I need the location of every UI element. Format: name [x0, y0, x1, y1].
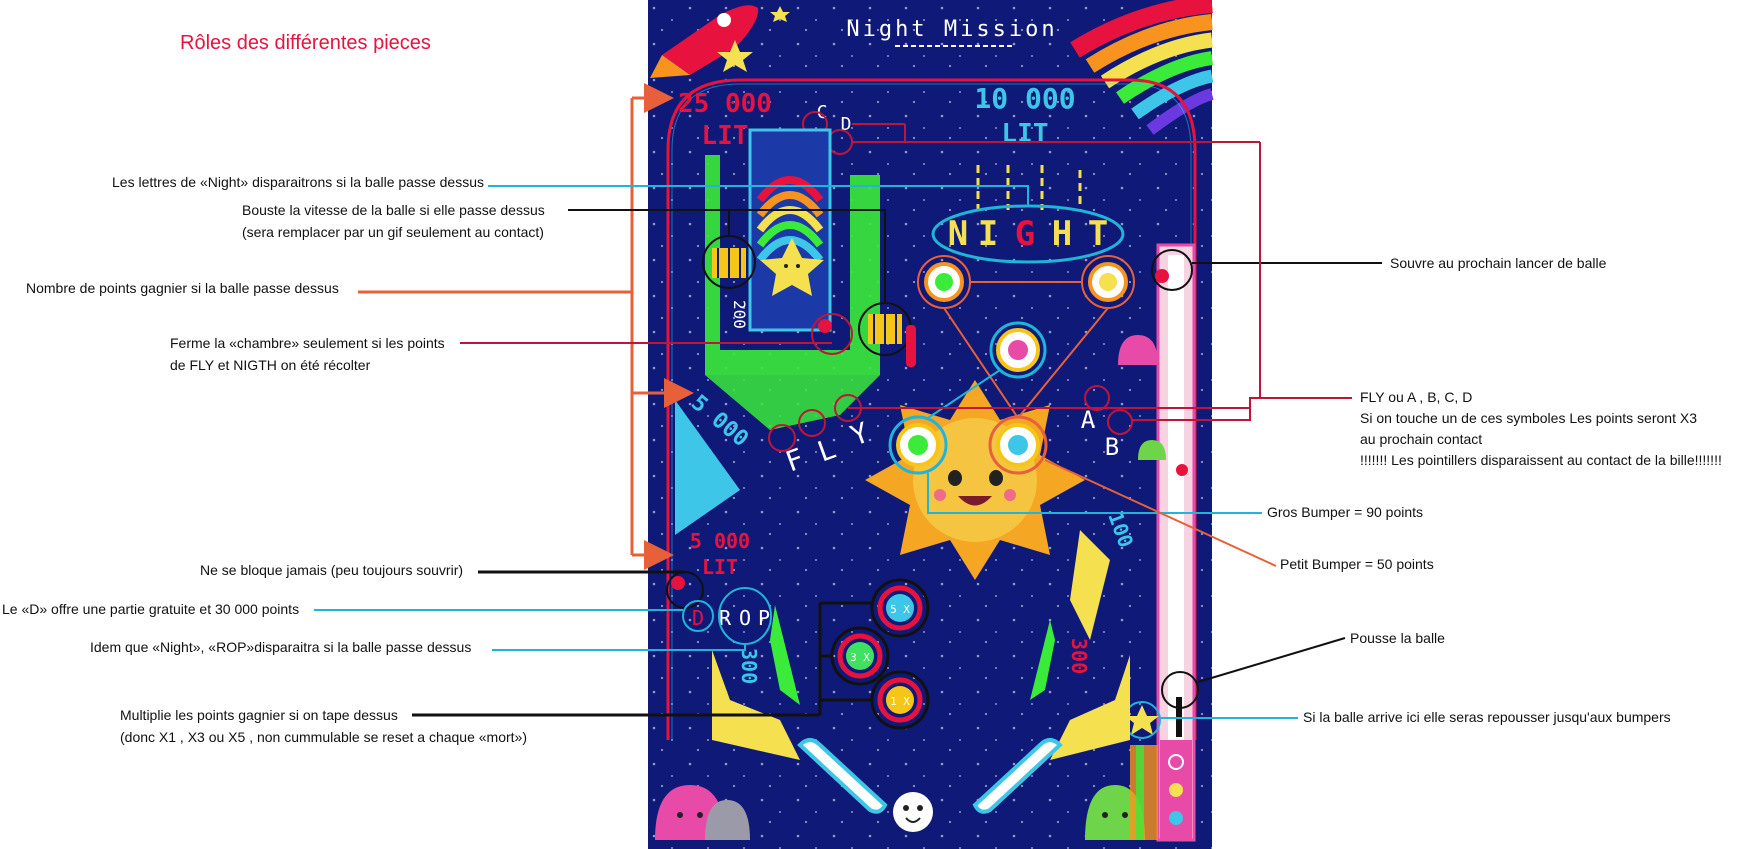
score-mid-left: 5 000	[690, 529, 750, 553]
multiplier-3x[interactable]: 3 X	[832, 628, 888, 684]
svg-text:N: N	[948, 214, 968, 254]
score-left-lane: 300	[737, 648, 761, 684]
multiplier-5x[interactable]: 5 X	[872, 580, 928, 636]
svg-text:5 X: 5 X	[890, 603, 910, 616]
plunger-ball	[1155, 269, 1169, 283]
svg-text:T: T	[1088, 214, 1108, 254]
svg-text:1 X: 1 X	[890, 695, 910, 708]
svg-text:G: G	[1015, 214, 1035, 254]
svg-text:O: O	[739, 606, 751, 630]
svg-text:I: I	[978, 214, 998, 254]
score-right-lane: 300	[1067, 638, 1091, 674]
svg-text:H: H	[1052, 214, 1072, 254]
callout-push-ball	[1198, 638, 1345, 682]
score-top-left-unit: LIT	[702, 121, 749, 151]
small-bumper	[890, 417, 946, 473]
board-title: Night Mission	[846, 17, 1057, 42]
callout-points	[358, 98, 688, 555]
left-ball	[671, 576, 685, 590]
chamber-gate-ball	[818, 319, 832, 333]
small-bumper	[990, 417, 1046, 473]
svg-text:3 X: 3 X	[850, 651, 870, 664]
score-top-right-unit: LIT	[1002, 119, 1049, 149]
small-bumper	[1082, 256, 1134, 308]
score-top-left: 25 000	[678, 89, 772, 119]
big-bumper	[991, 323, 1045, 377]
score-mid-left-unit: LIT	[702, 555, 738, 579]
score-top-right: 10 000	[974, 82, 1075, 115]
small-bumper	[918, 256, 970, 308]
svg-text:B: B	[1105, 433, 1119, 461]
score-chamber-side: 200	[730, 300, 749, 329]
multiplier-1x[interactable]: 1 X	[872, 672, 928, 728]
drain-character	[893, 792, 933, 832]
svg-text:D: D	[692, 606, 704, 630]
